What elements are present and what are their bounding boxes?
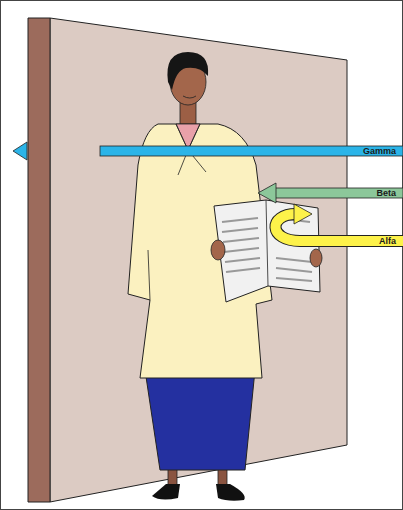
- beta-label: Beta: [376, 188, 396, 198]
- wall-side: [28, 18, 50, 502]
- wall-face: [50, 18, 347, 502]
- gamma-band: [100, 146, 403, 156]
- alfa-arrowhead: [294, 204, 312, 224]
- gamma-arrowhead: [13, 142, 27, 160]
- alfa-label: Alfa: [379, 236, 396, 246]
- beta-band: [275, 188, 403, 198]
- beta-arrowhead: [258, 183, 276, 203]
- gamma-label: Gamma: [363, 146, 396, 156]
- newspaper: [211, 200, 322, 302]
